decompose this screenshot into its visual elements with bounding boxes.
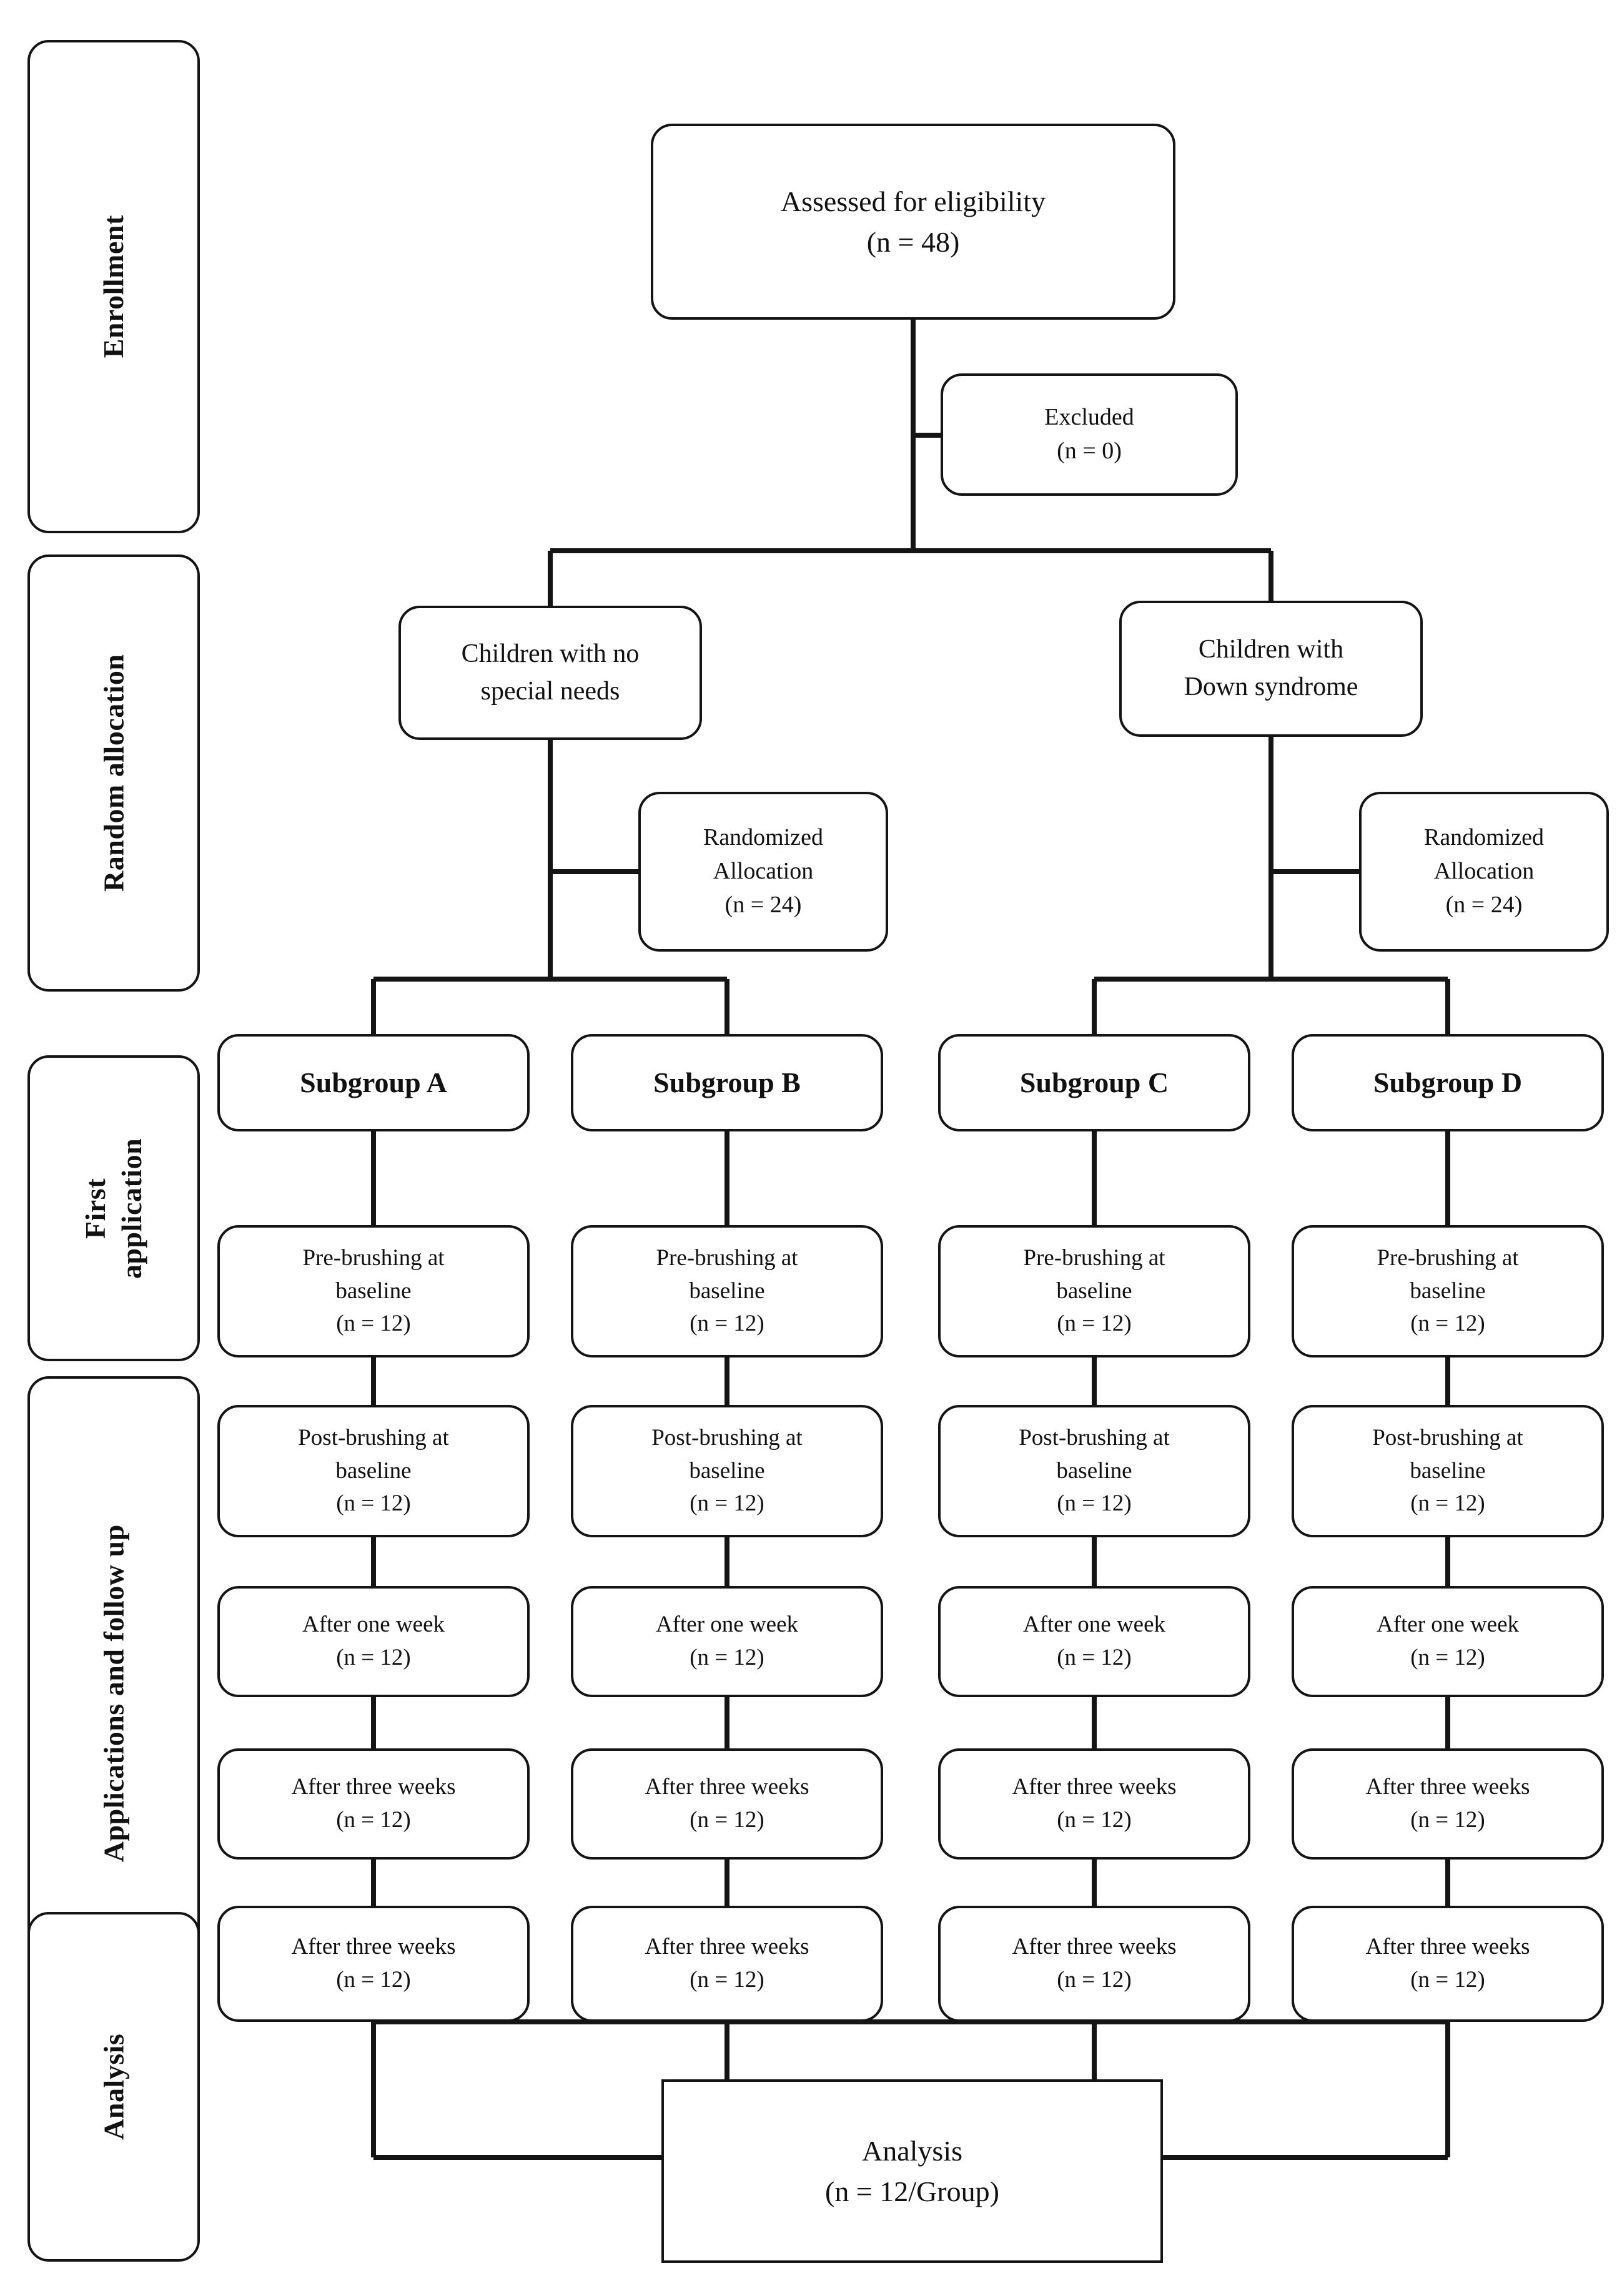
node-randomized-allocation-left: Randomized Allocation (n = 24) — [638, 792, 888, 952]
stage-first-application-label: First application — [79, 1138, 147, 1279]
node-subgroup-b-title: Subgroup B — [571, 1034, 883, 1131]
node-b-post-brushing: Post-brushing at baseline (n = 12) — [571, 1405, 883, 1537]
node-a-after-three-weeks: After three weeks (n = 12) — [217, 1748, 530, 1860]
node-a-post-brushing: Post-brushing at baseline (n = 12) — [217, 1405, 530, 1537]
node-d-week-three-followup: After three weeks (n = 12) — [1292, 1906, 1604, 2022]
stage-random-allocation-label: Random allocation — [97, 654, 130, 892]
node-a-pre-brushing: Pre-brushing at baseline (n = 12) — [217, 1225, 530, 1357]
node-b-after-three-weeks: After three weeks (n = 12) — [571, 1748, 883, 1860]
node-excluded: Excluded (n = 0) — [941, 373, 1238, 496]
node-b-pre-brushing: Pre-brushing at baseline (n = 12) — [571, 1225, 883, 1357]
stage-first-application: First application — [27, 1055, 200, 1361]
stage-analysis: Analysis — [27, 1912, 200, 2262]
node-randomized-allocation-right: Randomized Allocation (n = 24) — [1359, 792, 1609, 952]
node-d-after-one-week: After one week (n = 12) — [1292, 1586, 1604, 1697]
node-c-pre-brushing: Pre-brushing at baseline (n = 12) — [938, 1225, 1250, 1357]
node-b-week-three-followup: After three weeks (n = 12) — [571, 1906, 883, 2022]
node-c-post-brushing: Post-brushing at baseline (n = 12) — [938, 1405, 1250, 1537]
node-c-after-three-weeks: After three weeks (n = 12) — [938, 1748, 1250, 1860]
stage-applications-and-follow-up: Applications and follow up — [27, 1376, 200, 2011]
node-children-down-syndrome: Children with Down syndrome — [1119, 601, 1423, 737]
node-d-post-brushing: Post-brushing at baseline (n = 12) — [1292, 1405, 1604, 1537]
node-c-week-three-followup: After three weeks (n = 12) — [938, 1906, 1250, 2022]
node-d-after-three-weeks: After three weeks (n = 12) — [1292, 1748, 1604, 1860]
node-assessed-for-eligibility: Assessed for eligibility (n = 48) — [651, 124, 1175, 320]
node-subgroup-d-title: Subgroup D — [1292, 1034, 1604, 1131]
node-b-after-one-week: After one week (n = 12) — [571, 1586, 883, 1697]
node-c-after-one-week: After one week (n = 12) — [938, 1586, 1250, 1697]
stage-enrollment: Enrollment — [27, 40, 200, 533]
node-analysis-final: Analysis (n = 12/Group) — [661, 2079, 1163, 2263]
stage-analysis-label: Analysis — [97, 2033, 130, 2141]
node-d-pre-brushing: Pre-brushing at baseline (n = 12) — [1292, 1225, 1604, 1357]
node-subgroup-a-title: Subgroup A — [217, 1034, 530, 1131]
stage-random-allocation: Random allocation — [27, 554, 200, 992]
node-a-week-three-followup: After three weeks (n = 12) — [217, 1906, 530, 2022]
node-a-after-one-week: After one week (n = 12) — [217, 1586, 530, 1697]
node-subgroup-c-title: Subgroup C — [938, 1034, 1250, 1131]
stage-enrollment-label: Enrollment — [97, 215, 130, 358]
node-children-no-special-needs: Children with no special needs — [398, 606, 702, 740]
stage-applications-and-follow-up-label: Applications and follow up — [97, 1524, 130, 1863]
